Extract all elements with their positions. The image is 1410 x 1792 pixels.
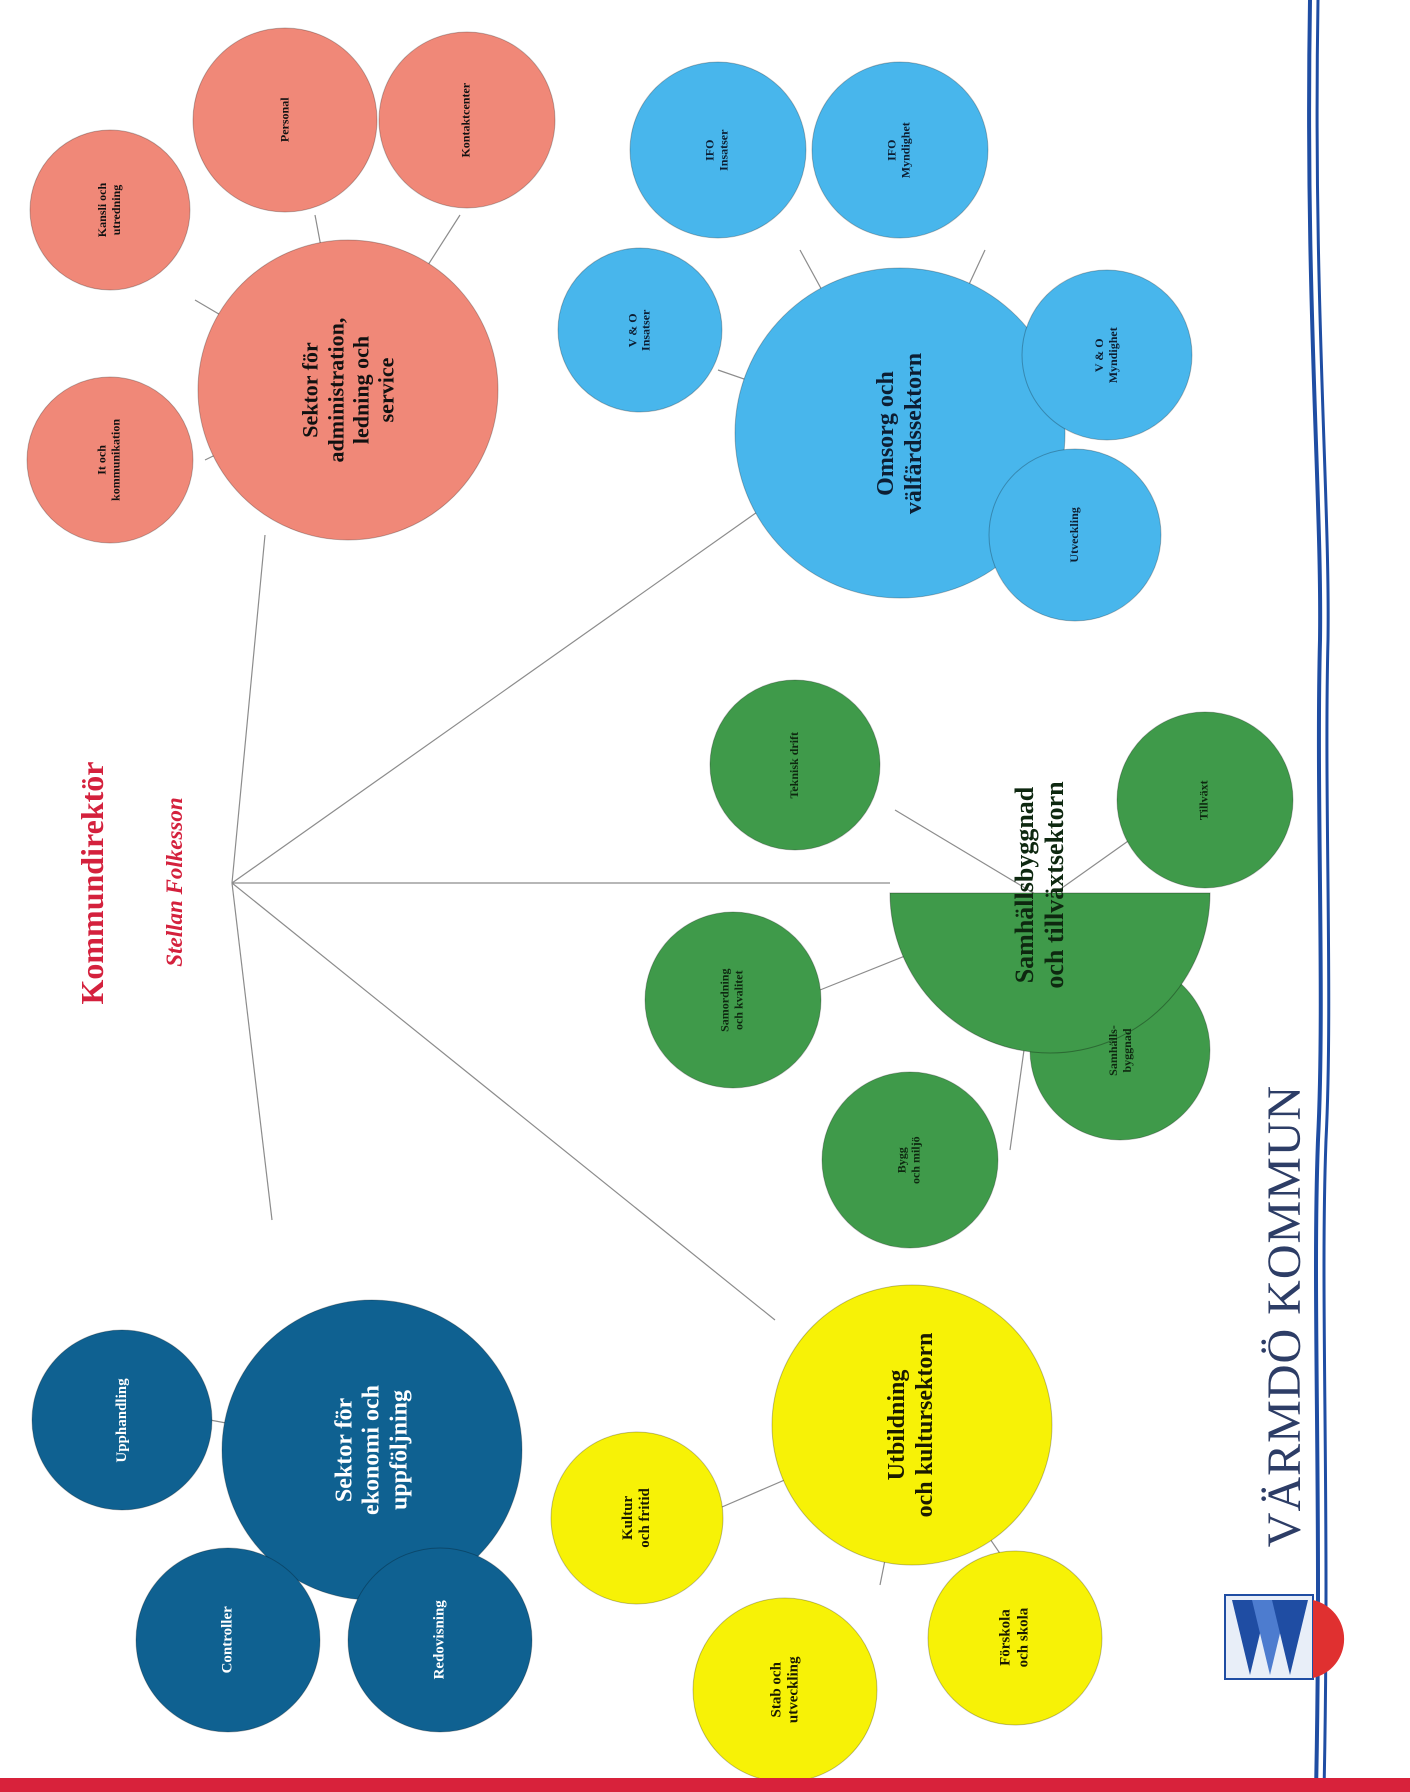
admin-sector-label: Sektor för administration, ledning och s…: [297, 317, 399, 463]
welfare-unit-circle-3: [811, 61, 989, 239]
admin-unit-label-3: Personal: [277, 97, 292, 143]
economy-unit-label-3: Redovisning: [431, 1600, 448, 1680]
economy-unit-label-1: Upphandling: [113, 1377, 130, 1463]
growth-sector-halfdisc: [889, 892, 1211, 1054]
economy-unit-circle-1: [31, 1329, 213, 1511]
admin-unit-circle-2: [29, 129, 191, 291]
education-sector-circle: [771, 1284, 1053, 1566]
welfare-unit-label-4: V & O Myndighet: [1092, 327, 1120, 384]
welfare-unit-label-3: IFO Myndighet: [885, 121, 913, 179]
admin-unit-label-1: It och kommunikation: [95, 418, 123, 502]
bottom-accent-bar: [0, 1778, 1410, 1792]
frame-line-inner: [1315, 0, 1331, 1792]
growth-unit-label-4: Bygg och miljö: [895, 1136, 923, 1184]
growth-unit-label-3: Samordning och kvalitet: [718, 968, 746, 1032]
growth-unit-circle-3: [644, 911, 822, 1089]
welfare-unit-label-1: V & O Insatser: [625, 309, 653, 351]
growth-sector-label: Samhällsbyggnad och tillväxtsektorn: [1010, 781, 1069, 989]
education-unit-label-2: Stab och utveckling: [767, 1656, 801, 1724]
growth-unit-label-1: Teknisk drift: [787, 731, 802, 799]
economy-sector-label: Sektor för ekonomi och uppföljning: [330, 1385, 412, 1516]
welfare-unit-label-5: Utveckling: [1067, 507, 1082, 563]
admin-unit-label-2: Kansli och utredning: [95, 182, 123, 238]
education-unit-circle-1: [550, 1431, 724, 1605]
logo-mark-icon: [1224, 1594, 1345, 1680]
director-name: Stellan Folkesson: [161, 797, 187, 967]
economy-unit-label-2: Controller: [219, 1606, 236, 1674]
economy-unit-circle-3: [347, 1547, 533, 1733]
welfare-unit-circle-1: [557, 247, 723, 413]
education-unit-label-3: Förskola och skola: [997, 1608, 1031, 1668]
admin-unit-circle-1: [26, 376, 194, 544]
education-unit-circle-3: [927, 1550, 1103, 1726]
education-sector-label: Utbildning och kultursektorn: [884, 1332, 938, 1518]
economy-unit-circle-2: [135, 1547, 321, 1733]
circle-layer: [26, 27, 1294, 1783]
growth-unit-circle-4: [821, 1071, 999, 1249]
municipality-logo-text: VÄRMDÖ KOMMUN: [1258, 1084, 1312, 1548]
admin-sector-circle: [197, 239, 499, 541]
welfare-unit-circle-2: [629, 61, 807, 239]
frame-line-outer: [1307, 0, 1323, 1792]
admin-unit-label-4: Kontaktcenter: [459, 82, 474, 158]
welfare-sector-circle: [734, 267, 1066, 599]
welfare-unit-circle-5: [988, 448, 1162, 622]
welfare-unit-circle-4: [1021, 269, 1193, 441]
growth-unit-circle-2: [1116, 711, 1294, 889]
growth-unit-circle-1: [709, 679, 881, 851]
welfare-unit-label-2: IFO Insatser: [703, 129, 731, 171]
welfare-sector-label: Omsorg och välfärdssektorn: [872, 352, 926, 514]
education-unit-label-1: Kultur och fritid: [619, 1488, 653, 1548]
director-title: Kommundirektör: [73, 761, 110, 1005]
admin-unit-circle-4: [378, 31, 556, 209]
admin-unit-circle-3: [192, 27, 378, 213]
growth-unit-label-2: Tillväxt: [1197, 780, 1212, 820]
